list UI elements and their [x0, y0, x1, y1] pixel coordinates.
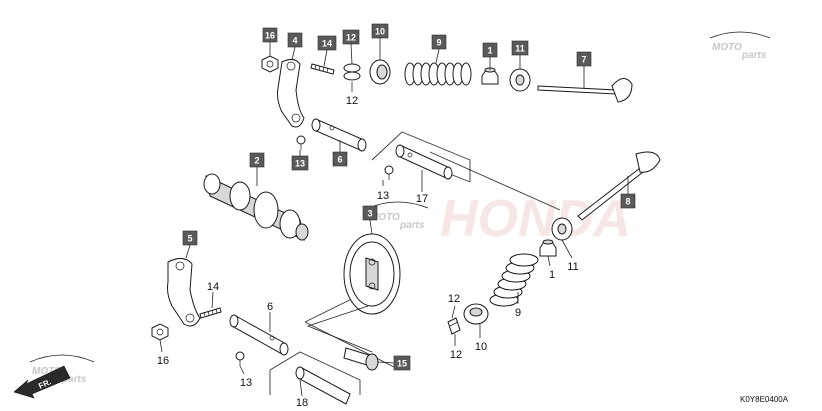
svg-text:12: 12	[346, 33, 356, 43]
svg-text:8: 8	[625, 197, 630, 207]
svg-text:MOTO: MOTO	[370, 212, 400, 223]
tag-15: 15	[393, 355, 411, 371]
label-14-low: 14	[207, 281, 219, 293]
svg-text:MOTO: MOTO	[32, 366, 62, 377]
drawing-code: K0Y8E0400A	[740, 395, 789, 404]
bolt-13-mid	[384, 165, 394, 180]
tag-6-top: 6	[332, 151, 348, 167]
svg-text:5: 5	[187, 234, 192, 244]
bolt-13-top	[296, 135, 306, 150]
retainer-10-low	[463, 303, 489, 325]
retainer-10-top	[369, 59, 391, 85]
svg-text:11: 11	[515, 44, 525, 54]
valve-seal-1-low	[539, 239, 557, 257]
label-13-low: 13	[240, 377, 252, 389]
tag-11-top: 11	[511, 40, 529, 56]
tag-1-top: 1	[482, 42, 498, 58]
label-12-top: 12	[346, 95, 358, 107]
flange-bolt-15	[343, 347, 379, 371]
svg-text:16: 16	[265, 31, 275, 41]
valve-seal-1-top	[481, 67, 499, 85]
tag-3: 3	[362, 205, 378, 221]
cotter-12-top	[343, 63, 361, 81]
svg-text:parts: parts	[399, 220, 425, 231]
tag-9-top: 9	[431, 34, 447, 50]
svg-text:14: 14	[322, 39, 332, 49]
svg-text:1: 1	[487, 46, 492, 56]
label-6-low: 6	[267, 301, 273, 313]
spring-seat-11-top	[509, 68, 531, 92]
bolt-13-low	[235, 351, 245, 366]
moto-logo-bottom-left: MOTO parts	[29, 354, 95, 385]
svg-text:9: 9	[436, 38, 441, 48]
rocker-arm-5	[167, 258, 201, 327]
adjust-screw-14-low	[199, 307, 222, 319]
label-17: 17	[416, 193, 428, 205]
svg-text:4: 4	[292, 36, 297, 46]
label-11-low: 11	[567, 261, 578, 273]
tag-2: 2	[249, 152, 265, 168]
svg-text:parts: parts	[741, 50, 767, 61]
rocker-arm-4	[277, 58, 305, 128]
tag-12-top: 12	[342, 29, 360, 45]
svg-text:13: 13	[295, 159, 305, 169]
svg-text:10: 10	[375, 27, 385, 37]
label-18: 18	[296, 397, 308, 409]
label-12-low-a: 12	[448, 293, 460, 305]
tag-14-top: 14	[317, 35, 337, 51]
tag-16-top: 16	[262, 27, 278, 43]
moto-logo-top-right: MOTO parts	[709, 31, 771, 61]
spring-seat-11-low	[551, 217, 573, 241]
svg-text:15: 15	[397, 359, 407, 369]
adjust-screw-14-top	[310, 63, 335, 75]
svg-text:3: 3	[367, 209, 372, 219]
rocker-shaft-6-top	[311, 118, 367, 152]
label-13-mid: 13	[377, 190, 389, 202]
nut-16-top	[261, 55, 279, 73]
nut-16-low	[151, 323, 169, 341]
tag-8: 8	[620, 193, 636, 209]
tag-4: 4	[287, 32, 303, 48]
svg-text:parts: parts	[61, 374, 87, 385]
valve-spring-9-low	[489, 253, 539, 307]
cam-sprocket-3	[343, 233, 401, 315]
leader-lines	[159, 38, 629, 397]
valve-8	[577, 151, 661, 221]
label-1-low: 1	[549, 269, 555, 281]
svg-text:7: 7	[581, 55, 586, 65]
rocker-shaft-6-low	[229, 314, 289, 356]
svg-text:MOTO: MOTO	[712, 42, 742, 53]
cotter-12-low	[447, 317, 461, 335]
label-9-low: 9	[515, 307, 521, 319]
tag-7: 7	[576, 51, 592, 67]
label-10-low: 10	[475, 341, 487, 353]
rocker-shaft-18	[295, 366, 351, 405]
valve-spring-9-top	[404, 62, 472, 86]
tag-5: 5	[182, 230, 198, 246]
tag-13-top: 13	[291, 155, 309, 171]
label-12-low-b: 12	[450, 349, 462, 361]
rocker-shaft-17	[395, 144, 453, 180]
svg-text:6: 6	[337, 155, 342, 165]
tag-10-top: 10	[371, 23, 389, 39]
svg-text:2: 2	[254, 156, 259, 166]
valve-7	[537, 78, 633, 103]
label-16-low: 16	[157, 355, 169, 367]
camshaft-2	[203, 173, 309, 241]
